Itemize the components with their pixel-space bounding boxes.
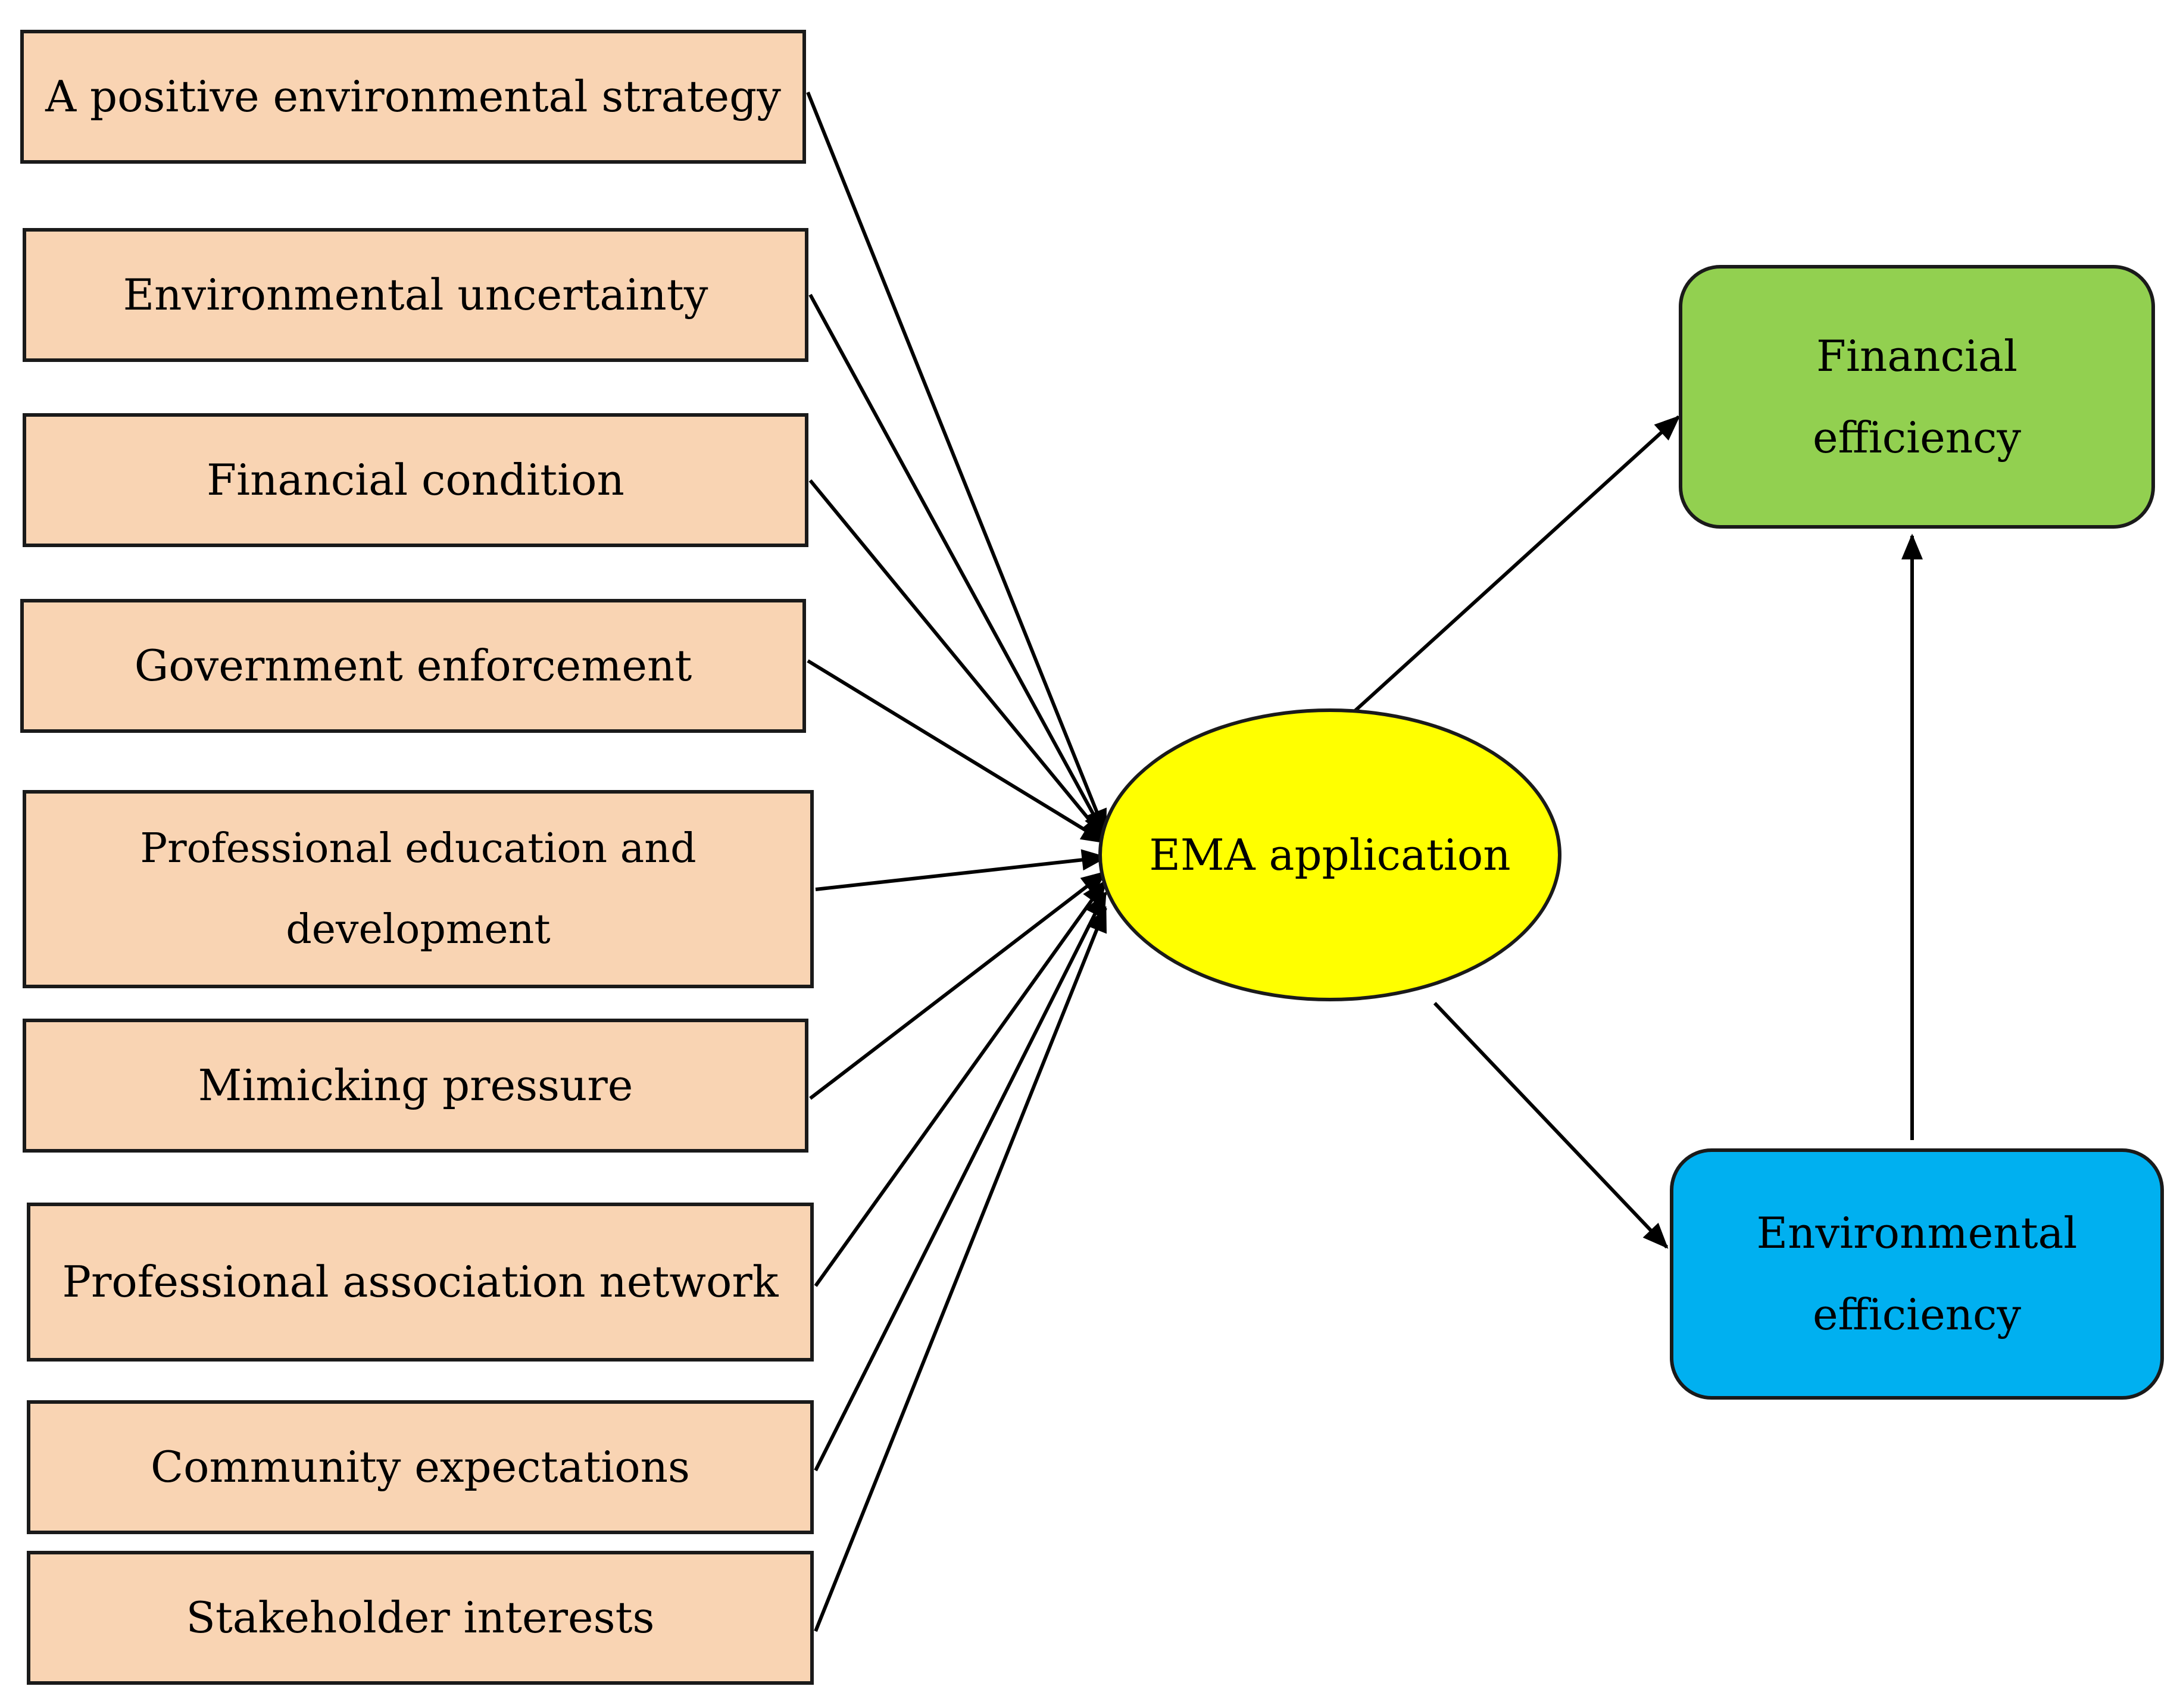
factor-box-financial-condition: Financial condition	[23, 413, 808, 547]
factor-label: Financial condition	[207, 455, 624, 505]
financial-efficiency-box: Financial efficiency	[1679, 265, 2155, 529]
arrow-government-enforcement-to-ema-application	[807, 659, 1108, 844]
factor-box-professional-association: Professional association network	[27, 1203, 814, 1362]
factor-box-community-expectations: Community expectations	[27, 1400, 814, 1534]
financial-efficiency-label: Financial efficiency	[1812, 330, 2022, 463]
arrow-positive-environmental-strategy-to-ema-application	[806, 91, 1107, 836]
ema-application-node: EMA application	[1098, 708, 1561, 1001]
arrow-community-expectations-to-ema-application	[814, 891, 1107, 1472]
arrow-stakeholder-interests-to-ema-application	[814, 905, 1107, 1632]
factor-box-stakeholder-interests: Stakeholder interests	[27, 1551, 814, 1685]
factor-box-government-enforcement: Government enforcement	[20, 599, 806, 733]
arrow-environmental-uncertainty-to-ema-application	[808, 293, 1107, 839]
environmental-efficiency-box: Environmental efficiency	[1670, 1148, 2164, 1400]
factor-box-mimicking-pressure: Mimicking pressure	[23, 1019, 808, 1153]
factor-label: Stakeholder interests	[186, 1593, 655, 1643]
factor-label: Community expectations	[151, 1442, 690, 1492]
factor-label: Environmental uncertainty	[123, 270, 708, 320]
arrow-ema-application-to-financial-efficiency	[1353, 415, 1681, 713]
environmental-efficiency-label: Environmental efficiency	[1756, 1208, 2078, 1339]
arrow-financial-condition-to-ema-application	[808, 479, 1107, 841]
arrow-ema-application-to-environmental-efficiency	[1433, 1001, 1669, 1249]
factor-box-environmental-uncertainty: Environmental uncertainty	[23, 228, 808, 362]
factor-label: Government enforcement	[134, 641, 692, 691]
arrow-professional-education-to-ema-application	[815, 849, 1108, 891]
factor-label: A positive environmental strategy	[45, 71, 781, 122]
ema-application-label: EMA application	[1149, 829, 1511, 880]
arrow-mimicking-pressure-to-ema-application	[809, 870, 1107, 1100]
factor-box-professional-education: Professional education and development	[23, 790, 814, 988]
factor-box-positive-environmental-strategy: A positive environmental strategy	[20, 30, 806, 164]
factor-label: Professional education and development	[140, 825, 697, 953]
arrow-professional-association-to-ema-application	[814, 879, 1107, 1287]
factor-label: Professional association network	[62, 1257, 779, 1307]
factor-label: Mimicking pressure	[198, 1060, 633, 1111]
